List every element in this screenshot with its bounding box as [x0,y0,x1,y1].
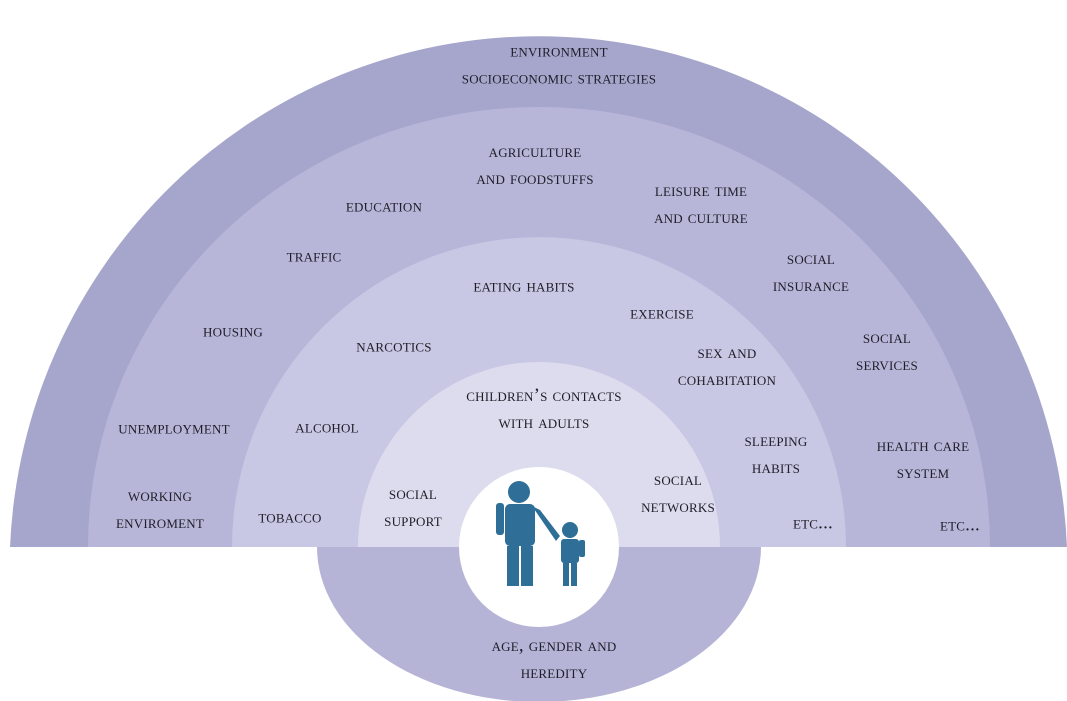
label-social-insurance: SOCIAL INSURANCE [772,248,850,296]
label-childrens-contacts: CHILDREN’S CONTACTS WITH ADULTS [466,385,622,433]
label-narcotics: NARCOTICS [356,335,432,357]
label-alcohol: ALCOHOL [295,416,359,438]
parent-and-child-icon [496,481,585,586]
label-education: EDUCATION [345,195,423,217]
label-social-services: SOCIAL SERVICES [856,327,918,375]
label-social-networks: SOCIAL NETWORKS [641,469,715,517]
label-housing: HOUSING [203,320,263,342]
label-tobacco: TOBACCO [258,506,322,528]
label-environment: ENVIRONMENT [510,40,608,62]
label-health-care-system: HEALTH CARE SYSTEM [876,435,970,483]
label-agriculture-foodstuffs: AGRICULTURE AND FOODSTUFFS [476,141,594,189]
label-etc-lifestyle: ETC... [792,512,834,534]
label-working-environment: WORKING ENVIROMENT [116,485,204,533]
label-socioeconomic-strategies: SOCIOECONOMIC STRATEGIES [461,67,657,89]
label-social-support: SOCIAL SUPPORT [384,483,442,531]
label-sleeping-habits: SLEEPING HABITS [744,430,808,478]
label-eating-habits: EATING HABITS [473,275,575,297]
center-circle [459,467,619,627]
label-etc-living: ETC... [939,514,981,536]
label-leisure-time-culture: LEISURE TIME AND CULTURE [654,180,748,228]
label-exercise: EXERCISE [630,302,694,324]
social-network-ring [358,362,720,547]
label-unemployment: UNEMPLOYMENT [118,417,230,439]
label-traffic: TRAFFIC [286,245,342,267]
label-sex-cohabitation: SEX AND COHABITATION [677,342,777,390]
label-age-gender-heredity: AGE, GENDER AND HEREDITY [491,635,617,683]
